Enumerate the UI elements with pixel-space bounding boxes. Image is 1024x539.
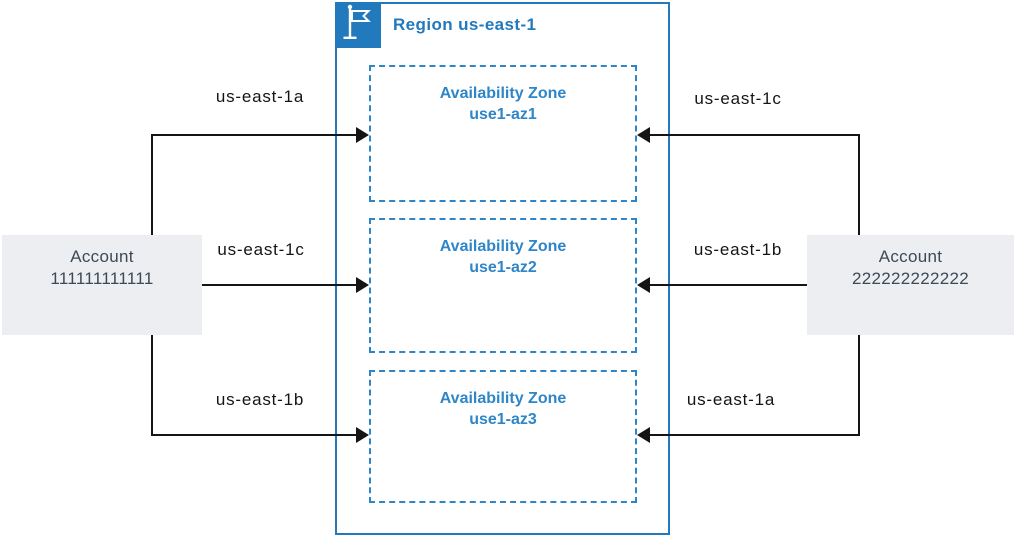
account-box-left: Account 111111111111: [2, 235, 202, 335]
connector-line: [650, 134, 860, 136]
connector-line: [202, 284, 357, 286]
arrow-head: [356, 277, 369, 293]
connector-line: [858, 134, 860, 235]
az-box-use1-az2: Availability Zone use1-az2: [369, 218, 637, 353]
az-title: Availability Zone: [439, 390, 567, 407]
account-id: 222222222222: [851, 269, 970, 288]
arrow-head: [637, 277, 650, 293]
account-box-right: Account 222222222222: [807, 235, 1014, 335]
az-title: Availability Zone: [439, 85, 567, 102]
flag-icon: [335, 0, 381, 51]
az-title: Availability Zone: [439, 238, 567, 255]
account-id: 111111111111: [50, 269, 154, 288]
arrow-head: [637, 127, 650, 143]
region-icon-tile: [335, 2, 381, 48]
connector-line: [151, 434, 357, 436]
az-box-use1-az1: Availability Zone use1-az1: [369, 65, 637, 202]
az-name-label-right-middle: us-east-1b: [693, 240, 783, 259]
arrow-head: [637, 427, 650, 443]
connector-line: [650, 284, 807, 286]
az-id: use1-az3: [469, 411, 537, 428]
account-label: Account: [70, 247, 134, 266]
az-id: use1-az2: [469, 259, 537, 276]
arrow-head: [356, 427, 369, 443]
az-box-use1-az3: Availability Zone use1-az3: [369, 370, 637, 503]
account-label: Account: [878, 247, 943, 266]
az-name-label-left-top: us-east-1a: [215, 87, 305, 106]
az-name-label-left-bottom: us-east-1b: [215, 390, 305, 409]
az-name-label-left-middle: us-east-1c: [217, 240, 305, 259]
az-name-label-right-top: us-east-1c: [694, 89, 782, 108]
az-id: use1-az1: [469, 106, 537, 123]
connector-line: [151, 134, 357, 136]
connector-line: [858, 335, 860, 436]
arrow-head: [356, 127, 369, 143]
connector-line: [151, 134, 153, 235]
az-name-label-right-bottom: us-east-1a: [686, 390, 776, 409]
connector-line: [151, 335, 153, 436]
region-title: Region us-east-1: [393, 15, 537, 34]
connector-line: [650, 434, 860, 436]
